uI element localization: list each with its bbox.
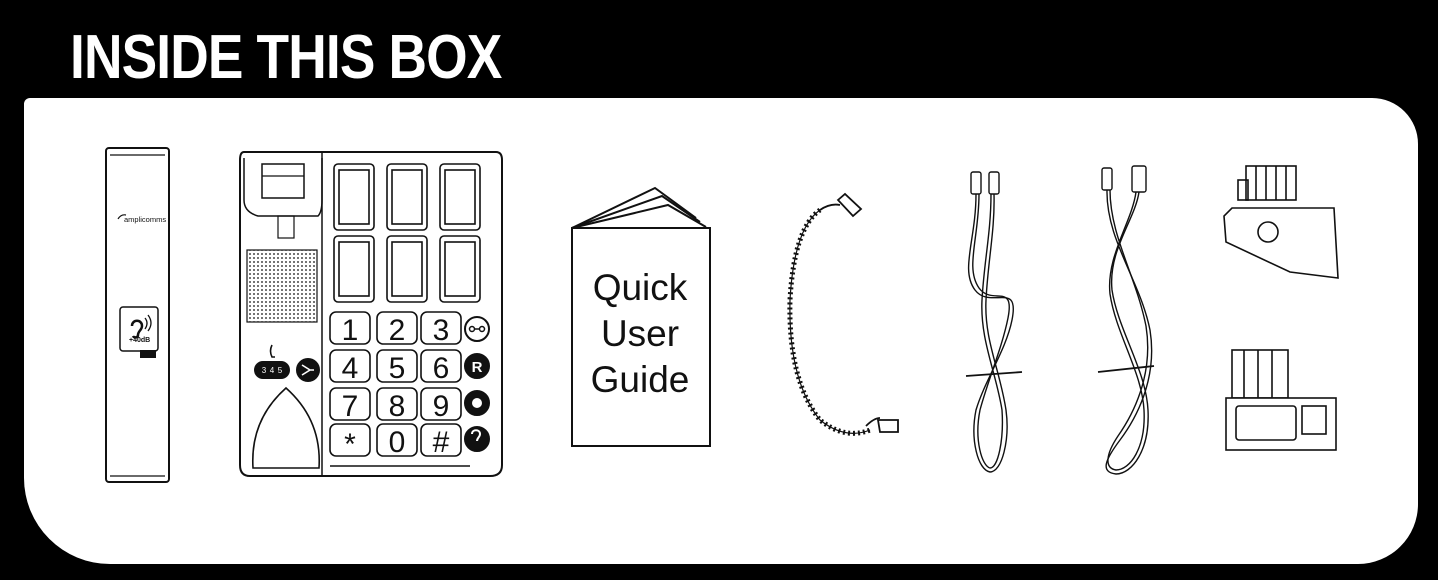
key-4: 4 bbox=[342, 352, 359, 385]
wall-adapter-illustration bbox=[1223, 165, 1339, 279]
key-star: * bbox=[344, 428, 356, 461]
guide-title-line-1: Quick bbox=[593, 267, 688, 308]
guide-title-line-3: Guide bbox=[591, 359, 690, 400]
key-6: 6 bbox=[433, 352, 450, 385]
indicator-digit-4: 4 bbox=[270, 366, 275, 375]
key-1: 1 bbox=[342, 314, 359, 347]
ear-boost-icon bbox=[471, 429, 482, 442]
handset-boost-label: +40dB bbox=[129, 337, 150, 344]
ring-led-pad bbox=[251, 386, 321, 469]
key-7: 7 bbox=[342, 390, 359, 423]
handset-illustration: amplicomms +40dB bbox=[105, 147, 170, 483]
handset-brand: amplicomms bbox=[124, 215, 166, 224]
indicator-digit-5: 5 bbox=[278, 366, 283, 375]
indicator-digit-3: 3 bbox=[262, 366, 267, 375]
keypad: 1 2 3 4 5 6 7 8 9 * 0 # bbox=[329, 311, 462, 461]
redial-icon bbox=[301, 364, 314, 376]
key-5: 5 bbox=[389, 352, 406, 385]
extension-cord-illustration bbox=[1097, 165, 1155, 475]
coiled-cord-illustration bbox=[787, 192, 899, 436]
key-8: 8 bbox=[389, 390, 406, 423]
mute-icon bbox=[472, 398, 482, 408]
line-cord-illustration bbox=[965, 171, 1023, 473]
memory-key-grid bbox=[333, 163, 481, 303]
quick-user-guide-illustration: Quick User Guide bbox=[571, 186, 711, 447]
section-title: INSIDE THIS BOX bbox=[70, 23, 502, 92]
guide-title-line-2: User bbox=[601, 313, 679, 354]
handset-icon bbox=[269, 344, 275, 358]
recall-button-label: R bbox=[472, 359, 483, 376]
base-phone-illustration: 1 2 3 4 5 6 7 8 9 * 0 # bbox=[239, 151, 503, 477]
ear-icon bbox=[130, 314, 152, 339]
key-2: 2 bbox=[389, 314, 406, 347]
key-0: 0 bbox=[389, 426, 406, 459]
function-buttons: R bbox=[464, 316, 490, 452]
key-hash: # bbox=[433, 426, 450, 459]
key-3: 3 bbox=[433, 314, 450, 347]
intercom-icon bbox=[468, 325, 486, 333]
key-9: 9 bbox=[433, 390, 450, 423]
socket-adapter-illustration bbox=[1225, 349, 1337, 451]
hook-indicator: 3 4 5 bbox=[254, 344, 320, 382]
